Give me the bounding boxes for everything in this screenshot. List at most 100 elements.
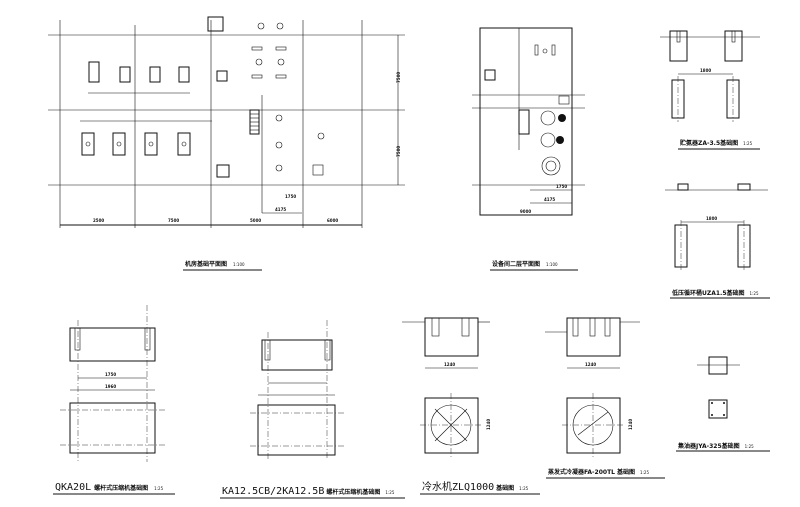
dim-bay-1: 2500 <box>93 218 104 223</box>
dim-bay-3: 5000 <box>250 218 261 223</box>
drawing-rect <box>669 30 688 62</box>
drawing-circle <box>723 414 725 416</box>
dim-inner-1: 1750 <box>285 194 296 199</box>
qka-title: 螺杆式压缩机基础图 <box>94 484 148 492</box>
dim-inner-2: 4175 <box>275 207 286 212</box>
fa-dim-1: 1240 <box>585 362 596 367</box>
drawing-circle <box>711 402 713 404</box>
uza-title: 低压循环桶UZA1.5基础图 <box>671 289 745 297</box>
drawing-rect <box>261 339 333 371</box>
drawing-circle <box>542 48 548 54</box>
drawing-circle <box>711 414 713 416</box>
za-caption: 贮氨器ZA-3.5基础图 1:25 <box>679 139 753 147</box>
drawing-rect <box>708 399 728 419</box>
drawing-rect <box>216 164 230 178</box>
drawing-rect <box>112 132 126 156</box>
ka-title: 螺杆式压缩机基础图 <box>326 488 380 496</box>
uza-dim: 1800 <box>706 216 717 221</box>
drawing-circle <box>255 58 263 66</box>
qka-dim-1: 1750 <box>105 372 116 377</box>
drawing-rect <box>144 327 151 351</box>
drawing-rect <box>534 44 539 56</box>
plan-machine-room: 2500 7500 5000 6000 7500 7500 1750 4175 … <box>48 16 405 271</box>
drawing-circle <box>275 114 283 122</box>
drawing-rect <box>207 16 224 32</box>
qka-scale: 1:25 <box>154 486 163 491</box>
drawing-rect <box>484 69 496 81</box>
plan2-title: 设备间二层平面图 <box>492 260 540 268</box>
plan2-dim-2: 4175 <box>544 197 555 202</box>
drawing-rect <box>149 66 161 83</box>
fa-title: 基础图 <box>616 468 635 476</box>
drawing-circle <box>556 136 564 144</box>
dim-right-2: 7500 <box>396 146 401 157</box>
dim-bay-4: 6000 <box>327 218 338 223</box>
detail-uza: 1800 低压循环桶UZA1.5基础图 1:25 <box>665 183 770 299</box>
zlq-scale: 1:25 <box>519 486 528 491</box>
drawing-rect <box>708 356 728 375</box>
zlq-title: 基础图 <box>495 484 514 492</box>
plan2-dim-width: 9000 <box>520 209 531 214</box>
drawing-circle <box>540 132 556 148</box>
fa-dim-2: 1240 <box>628 419 633 430</box>
drawing-circle <box>558 114 566 122</box>
fa-model: 蒸发式冷凝器FA-200TL <box>548 468 615 476</box>
drawing-rect <box>88 61 100 83</box>
drawing-circle <box>257 22 265 30</box>
drawing-rect <box>81 132 95 156</box>
drawing-rect <box>69 402 156 454</box>
drawing-rect <box>566 317 621 357</box>
drawing-circle <box>275 164 283 172</box>
drawing-circle <box>276 22 284 30</box>
drawing-rect <box>264 339 271 361</box>
drawing-rect <box>251 46 263 51</box>
drawing-circle <box>85 141 91 147</box>
dim-bay-2: 7500 <box>168 218 179 223</box>
drawing-rect <box>479 27 573 216</box>
drawing-rect <box>558 95 570 105</box>
drawing-circle <box>181 141 187 147</box>
drawing-circle <box>116 141 122 147</box>
ka-model: KA12.5CB/2KA12.5B <box>222 486 324 497</box>
za-scale: 1:25 <box>743 141 752 146</box>
drawing-circle <box>540 110 556 126</box>
zlq-dim-2: 1240 <box>486 419 491 430</box>
drawing-circle <box>723 402 725 404</box>
drawing-rect <box>518 109 530 135</box>
detail-za: 1800 贮氨器ZA-3.5基础图 1:25 <box>660 30 760 150</box>
drawing-rect <box>424 317 479 357</box>
drawing-rect <box>737 183 751 191</box>
drawing-rect <box>589 317 596 337</box>
drawing-rect <box>74 327 81 351</box>
jya-scale: 1:25 <box>745 444 754 449</box>
qka-dim-2: 1960 <box>105 384 116 389</box>
drawing-rect <box>177 132 191 156</box>
za-title: 贮氨器ZA-3.5基础图 <box>679 139 738 147</box>
za-dim: 1800 <box>700 68 711 73</box>
drawing-rect <box>144 132 158 156</box>
drawing-rect <box>324 339 331 361</box>
drawing-circle <box>317 132 325 140</box>
fa-scale: 1:25 <box>640 470 649 475</box>
drawing-rect <box>461 317 470 337</box>
ka-scale: 1:25 <box>385 490 394 495</box>
drawing-rect <box>424 397 479 454</box>
drawing-circle <box>277 58 285 66</box>
uza-caption: 低压循环桶UZA1.5基础图 1:25 <box>671 289 759 297</box>
drawing-rect <box>572 317 579 337</box>
drawing-rect <box>275 46 287 51</box>
drawing-rect <box>275 74 287 79</box>
drawing-rect <box>724 30 743 62</box>
qka-model: QKA20L <box>55 482 91 493</box>
uza-scale: 1:25 <box>750 291 759 296</box>
